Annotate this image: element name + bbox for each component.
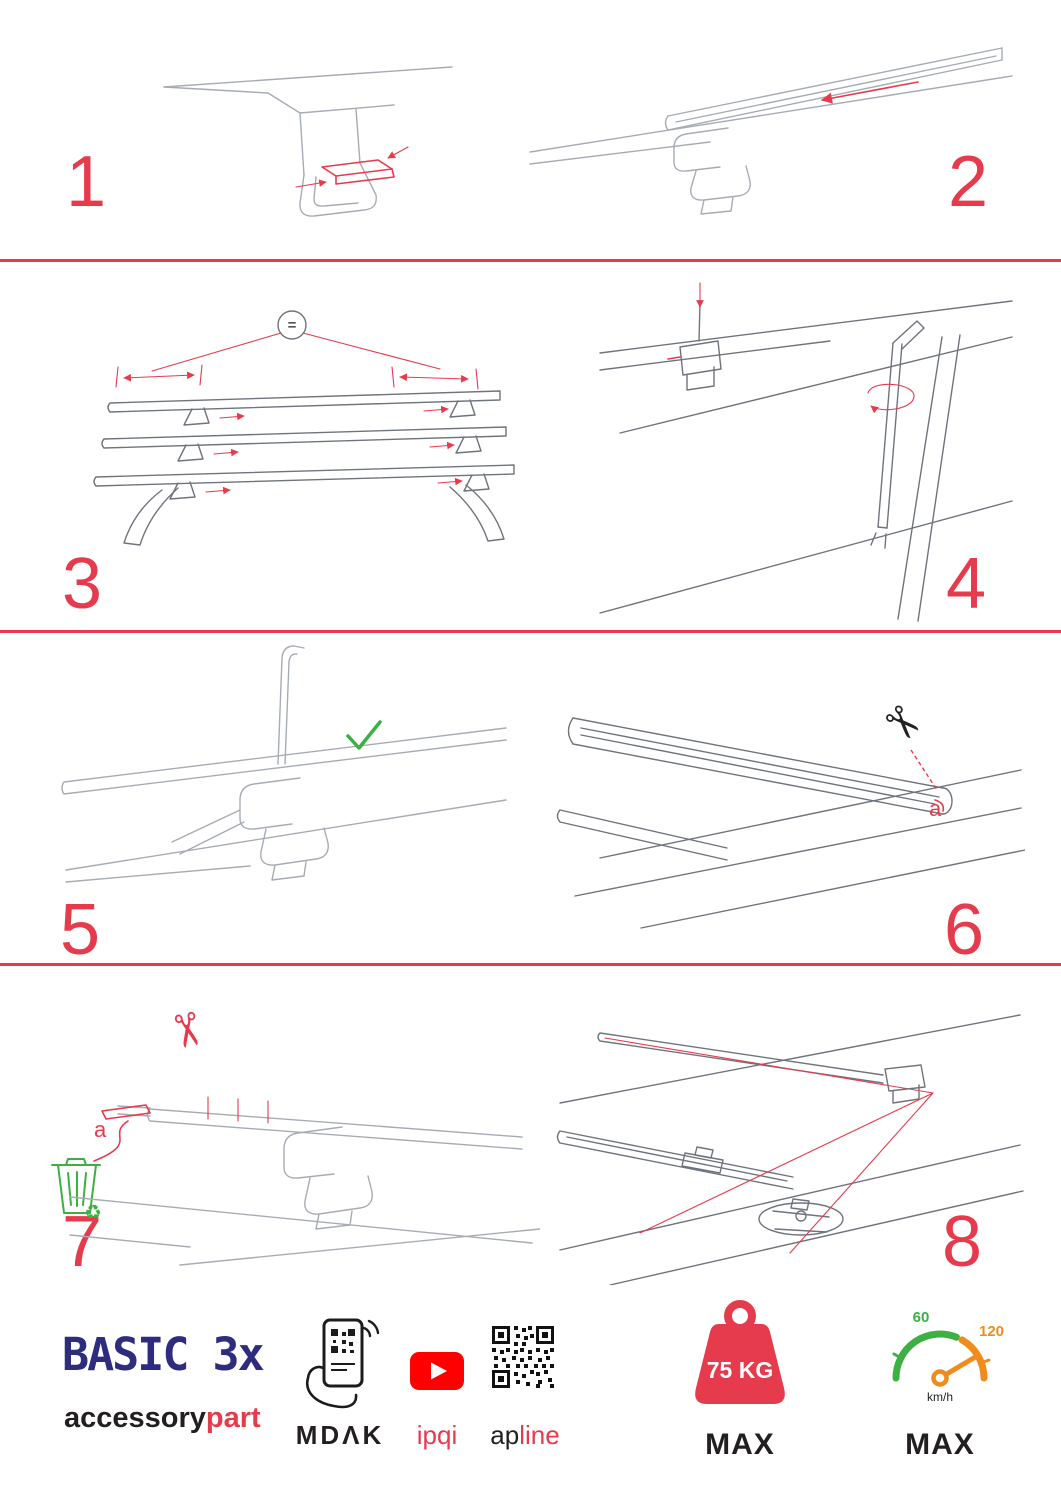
adjust-arrows — [205, 405, 463, 495]
mdak-logo: MDΛK — [295, 1420, 385, 1450]
rotate-arrow — [867, 383, 915, 414]
phone-qr-icon — [305, 1318, 380, 1409]
dimension-arrows — [115, 364, 479, 390]
check-icon — [346, 720, 382, 750]
cut-marks — [207, 1096, 269, 1124]
brand-primary: accessory — [64, 1402, 206, 1434]
qr-code-icon — [492, 1326, 554, 1388]
allen-key — [870, 320, 925, 549]
step-3-number: 3 — [62, 544, 103, 624]
weight-value: 75 KG — [707, 1357, 773, 1383]
step-1-number: 1 — [66, 142, 107, 222]
section-divider-1 — [0, 259, 1061, 262]
apline-primary: ap — [490, 1420, 520, 1450]
step-1-illustration — [163, 66, 453, 217]
speedometer-icon: 60 120 km/h — [892, 1309, 1004, 1404]
scissors-icon: ✂ — [872, 694, 933, 755]
apline-logo: apline — [475, 1420, 575, 1451]
section-divider-3 — [0, 963, 1061, 966]
speed-max-label: MAX — [905, 1428, 975, 1461]
speed-start-label: 60 — [913, 1309, 930, 1326]
step-3-illustration: = — [93, 310, 515, 546]
step-7-number: 7 — [62, 1202, 103, 1282]
youtube-icon — [410, 1352, 464, 1390]
product-name: BASIC 3x — [62, 1328, 265, 1381]
step-4-number: 4 — [946, 544, 987, 624]
detail-leader-lines — [639, 1092, 934, 1254]
step-8-illustration — [556, 1014, 1024, 1285]
cut-label: a — [929, 796, 942, 821]
slide-arrow — [820, 81, 919, 104]
step-5-number: 5 — [60, 890, 101, 970]
step-6-illustration: ✂ a — [556, 694, 1025, 929]
step-6-number: 6 — [944, 890, 985, 970]
step-2-number: 2 — [948, 142, 989, 222]
ipqi-logo: ipqi — [416, 1420, 458, 1450]
weight-max-label: MAX — [705, 1428, 775, 1461]
step-8-number: 8 — [942, 1202, 983, 1282]
speed-unit: km/h — [927, 1390, 953, 1404]
t-slot-adapter — [681, 1146, 724, 1174]
speed-end-label: 120 — [979, 1323, 1004, 1340]
insert-arrow — [295, 179, 327, 188]
rubber-strip-end — [934, 799, 945, 812]
step-5-illustration — [61, 645, 507, 883]
step-4-illustration — [599, 282, 1013, 622]
section-divider-2 — [0, 630, 1061, 633]
trash-bin-icon — [51, 1158, 101, 1214]
step-2-illustration — [529, 47, 1013, 215]
step-7-illustration: ✂ a ♻ — [51, 1006, 540, 1266]
brand-logo: accessorypart — [64, 1402, 261, 1435]
cut-label: a — [94, 1117, 107, 1142]
weight-limit-icon: 75 KG — [695, 1300, 785, 1404]
scissors-icon: ✂ — [158, 1006, 217, 1055]
brand-accent: part — [205, 1402, 261, 1434]
cut-off-strip — [93, 1104, 151, 1162]
recycle-icon: ♻ — [84, 1202, 102, 1224]
insert-arrow — [387, 146, 409, 159]
apline-accent: line — [519, 1420, 560, 1450]
t-bolt-detail — [758, 1198, 844, 1236]
fitting-pad — [321, 159, 395, 185]
equal-spacing-label: = — [288, 317, 297, 334]
